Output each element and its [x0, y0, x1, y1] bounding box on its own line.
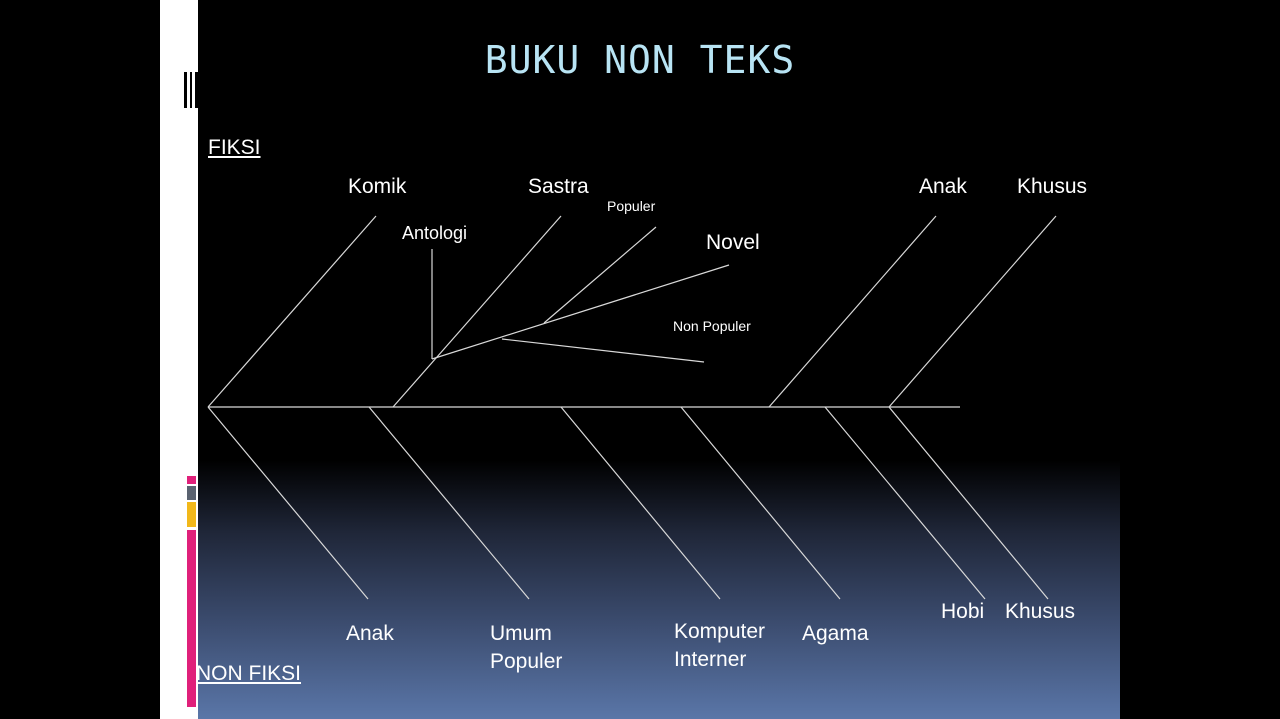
- label-anak-nonfiksi: Anak: [346, 622, 394, 645]
- branch-non-populer: [501, 338, 705, 363]
- label-khusus-nonfiksi: Khusus: [1005, 600, 1076, 623]
- label-komputer-interner: Komputer Interner: [674, 620, 766, 671]
- accent-yellow: [187, 502, 196, 527]
- branch-umum-populer: [368, 406, 530, 600]
- label-populer: Populer: [607, 198, 656, 214]
- branch-sastra: [392, 215, 562, 408]
- branch-anak-fiksi: [768, 215, 937, 408]
- slide-background: [160, 0, 1120, 719]
- branch-agama: [680, 406, 841, 600]
- branch-khusus-fiksi: [888, 215, 1057, 408]
- branch-khusus-nonfiksi: [888, 406, 1049, 600]
- label-hobi: Hobi: [941, 600, 985, 623]
- branch-komik: [207, 215, 377, 408]
- label-umum-populer: Umum Populer: [490, 622, 563, 673]
- branch-populer: [543, 226, 657, 324]
- label-khusus-fiksi: Khusus: [1017, 175, 1088, 198]
- branch-novel: [431, 264, 730, 360]
- page-title: BUKU NON TEKS: [484, 38, 796, 82]
- section-label-fiksi: FIKSI: [208, 136, 261, 159]
- branch-hobi: [824, 406, 986, 600]
- section-label-non-fiksi: NON FIKSI: [196, 662, 302, 685]
- label-antologi: Antologi: [402, 223, 468, 243]
- accent-pink-long: [187, 530, 196, 707]
- label-novel: Novel: [706, 231, 760, 254]
- label-komik: Komik: [348, 175, 407, 198]
- accent-pink-small: [187, 476, 196, 484]
- top-bar-mark-3: [195, 72, 198, 108]
- top-bar-mark-2: [190, 72, 192, 108]
- branch-komputer: [560, 406, 721, 600]
- label-agama: Agama: [802, 622, 869, 645]
- label-sastra: Sastra: [528, 175, 589, 198]
- branch-anak-nonfiksi: [207, 406, 369, 600]
- top-bar-mark: [184, 72, 187, 108]
- accent-gray: [187, 486, 196, 500]
- label-anak-fiksi: Anak: [919, 175, 967, 198]
- label-non-populer: Non Populer: [673, 318, 751, 334]
